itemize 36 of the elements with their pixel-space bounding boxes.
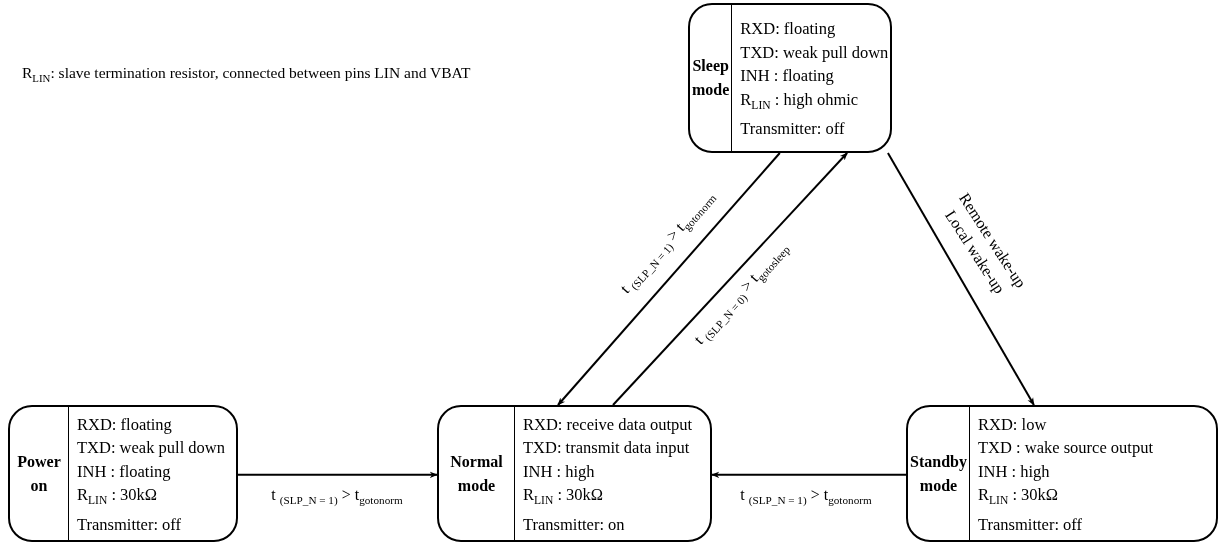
transition-arrow: [612, 152, 849, 406]
state-property: INH : floating: [77, 460, 171, 483]
state-box: [688, 3, 892, 153]
state-property: Transmitter: off: [740, 118, 845, 141]
state-property: INH : high: [523, 460, 595, 483]
edge-label: t $_{(SLP_N = 1)}$ > t$_{gotonorm}$: [739, 484, 873, 508]
state-box: [8, 405, 238, 542]
state-property: TXD : wake source output: [978, 437, 1154, 460]
state-property: R$_{LIN}$ : 30kΩ: [978, 484, 1059, 509]
state-name: Power on: [16, 451, 62, 496]
state-property: Transmitter: off: [77, 513, 182, 536]
state-property: TXD: transmit data input: [523, 437, 690, 460]
state-box: [906, 405, 1218, 542]
state-property: R$_{LIN}$ : high ohmic: [740, 88, 859, 113]
state-property: INH : high: [978, 460, 1050, 483]
state-property: R$_{LIN}$ : 30kΩ: [77, 484, 158, 509]
state-name: Standby mode: [910, 451, 967, 496]
state-property: TXD: weak pull down: [740, 41, 889, 64]
state-property: INH : floating: [740, 65, 834, 88]
state-property: Transmitter: off: [978, 513, 1083, 536]
state-property: RXD: floating: [77, 413, 172, 436]
transition-arrow: [886, 152, 1035, 406]
state-property: RXD: floating: [740, 18, 836, 41]
state-name: Normal mode: [449, 451, 504, 496]
state-property: Transmitter: on: [523, 513, 625, 536]
transition-arrow: [711, 471, 907, 479]
state-property: TXD: weak pull down: [77, 437, 226, 460]
edge-label: t $_{(SLP_N = 1)}$ > t$_{gotonorm}$: [270, 484, 404, 508]
state-property: R$_{LIN}$ : 30kΩ: [523, 484, 604, 509]
state-property: RXD: receive data output: [523, 413, 693, 436]
transition-arrow: [557, 152, 781, 406]
state-box: [437, 405, 712, 542]
transition-arrow: [237, 471, 438, 479]
state-property: RXD: low: [978, 413, 1047, 436]
note-text: R$_{LIN}$: slave termination resistor, connected between pins LIN and VBAT: [22, 63, 472, 87]
state-name: Sleep mode: [692, 56, 730, 100]
